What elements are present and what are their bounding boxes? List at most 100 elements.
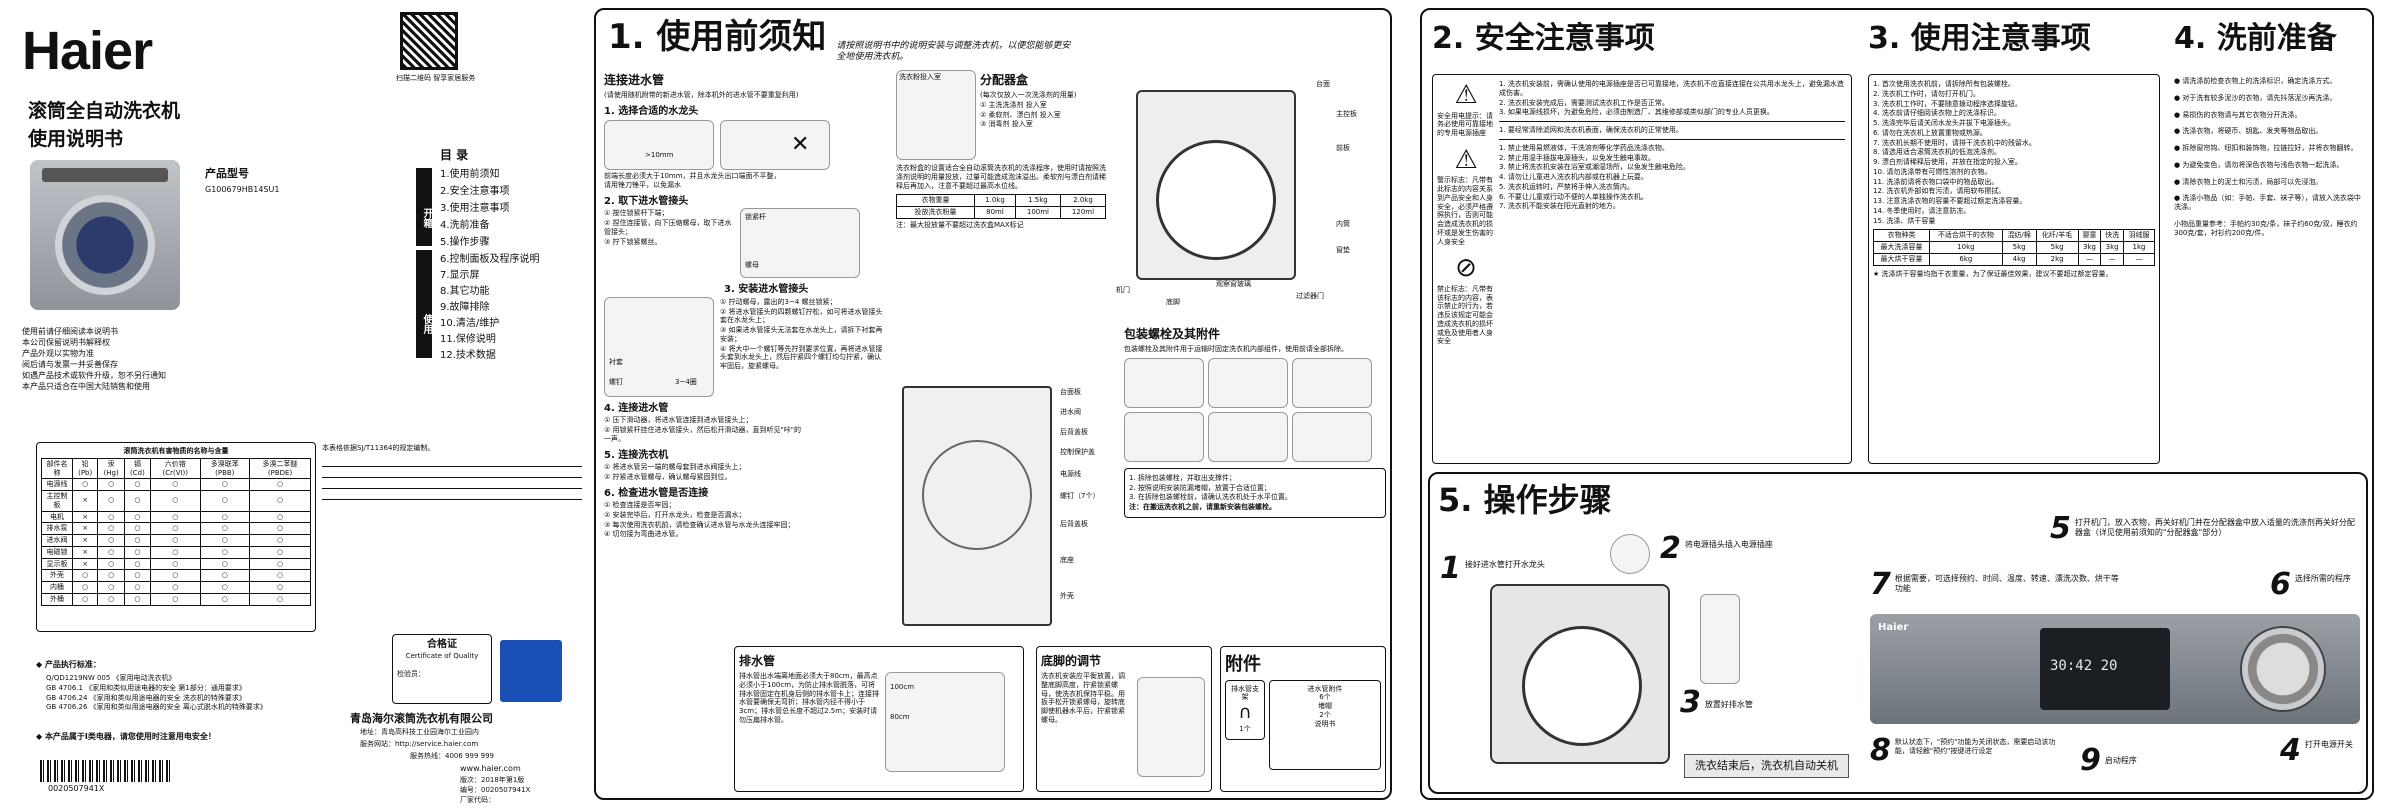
product-note: ◆ 本产品属于Ⅰ类电器，请您使用时注意用电安全！ [36, 732, 216, 741]
panel-operation: 5. 操作步骤 1 接好进水管打开水龙头 2 将电源插头插入电源插座 3 放置好… [1428, 472, 2368, 794]
accessory-count: 6个 [1319, 693, 1331, 702]
detergent-note: 注：最大投放量不要超过洗衣盒MAX标记 [896, 220, 1024, 229]
panel-before-use: 1. 使用前须知 请按照说明书中的说明安装与调整洗衣机，以便您能够更安全地使用洗… [594, 8, 1392, 800]
toc-tab-1: 开箱 [416, 168, 432, 246]
safety-item: 1. 禁止使用易燃液体，干洗溶剂等化学药品洗涤衣物。 [1499, 143, 1669, 152]
detergent-header: 1.5kg [1014, 194, 1061, 207]
dispenser-list: (每次仅放入一次洗涤剂的用量) ① 主洗洗涤剂 投入室 ② 柔软剂、漂白剂 投入… [980, 91, 1076, 129]
detergent-cell: 80ml [974, 206, 1016, 219]
right-page [1420, 8, 2374, 800]
hazard-cell: ○ [97, 490, 125, 512]
accessory-label: 排水管支架 [1231, 684, 1259, 702]
hazard-cell: × [71, 557, 99, 571]
dispenser-section: 洗衣粉投入室 分配器盒 (每次仅放入一次洗涤剂的用量) ① 主洗洗涤剂 投入室 … [895, 70, 1107, 230]
cross-icon: ✕ [791, 132, 810, 158]
prepare-item: ● 洗涤小物品（如：手帕、手套、袜子等），请放入洗衣袋中洗涤。 [2174, 194, 2361, 211]
part-label: 机门 [1116, 286, 1130, 294]
inlet-joint-illustration: 锁紧杆 螺母 [740, 208, 860, 279]
website[interactable]: www.haier.com [460, 764, 521, 773]
forbid-icon: ⊘ [1455, 253, 1477, 284]
factory-code: 厂家代码： [460, 796, 495, 804]
step2-list: ① 按住锁紧杆下端； ② 捏住连接管，向下压缩螺母，取下进水管接头； ③ 拧下锁… [604, 208, 734, 278]
capacity-cell: 羽绒服 [2122, 229, 2156, 242]
display-screen: 30:42 20 [2040, 628, 2170, 710]
hazard-cell: × [71, 534, 99, 547]
toc-item[interactable]: 11.保修说明 [440, 334, 496, 345]
hazard-table: 部件名称铅(Pb)汞(Hg)镉(Cd)六价铬(Cr(VI))多溴联苯(PBB)多… [41, 457, 311, 606]
dispenser-item: ③ 消毒剂 投入室 [980, 120, 1033, 129]
step-6: 6 选择所需的程序 [2270, 570, 2368, 600]
part-label: 内筒 [1336, 220, 1350, 228]
step6-item: ② 安装完毕后，打开水龙头，检查是否漏水； [604, 510, 746, 519]
nut-label: 螺母 [745, 261, 759, 270]
capacity-cell: 10kg [1929, 241, 2003, 254]
hazard-cell: 电机 [41, 510, 73, 524]
capacity-cell: — [2077, 252, 2102, 266]
hazard-cell: ○ [249, 557, 311, 571]
hazard-cell: ○ [249, 569, 311, 582]
rear-label: 电源线 [1060, 470, 1081, 478]
table-row: 外壳○○○○○○ [41, 569, 311, 582]
step2-item: ② 捏住连接管，向下压缩螺母，取下进水管接头； [604, 219, 732, 236]
feet-text: 洗衣机安装应平衡放置，调整底脚高度，拧紧锁紧螺母，使洗衣机保持平稳。用扳手松开锁… [1041, 672, 1125, 724]
dispenser-item: ① 主洗洗涤剂 投入室 [980, 100, 1047, 109]
hazard-cell: ○ [150, 592, 201, 606]
toc-item[interactable]: 7.显示屏 [440, 270, 480, 281]
hazard-cell: 内桶 [41, 581, 73, 594]
sleeve-label: 衬套 [609, 357, 623, 366]
toc-item[interactable]: 10.清洁/维护 [440, 318, 500, 329]
toc-item[interactable]: 8.其它功能 [440, 286, 490, 297]
drain-section: 排水管 排水管出水端离地面必须大于80cm，最高点必须小于100cm，为防止排水… [734, 646, 1024, 792]
panel-safety: 2. 安全注意事项 ⚠ 安全用电提示：请务必使用可靠接地的专用电源插座 ⚠ 警示… [1428, 14, 1858, 469]
model-number: G100679HB14SU1 [205, 185, 280, 194]
step-4: 4 打开电源开关 [2280, 736, 2368, 766]
accessory-label: 堵帽 [1318, 702, 1332, 710]
toc-item[interactable]: 2.安全注意事项 [440, 186, 510, 197]
toc-item[interactable]: 12.技术数据 [440, 350, 496, 361]
control-panel: Haier 30:42 20 [1870, 614, 2360, 724]
hazard-cell: ○ [71, 592, 99, 606]
hazard-cell: ○ [249, 490, 311, 512]
step-number: 7 [1870, 567, 1891, 602]
rear-label: 螺钉（7个） [1060, 492, 1100, 500]
model-label: 产品型号 [205, 167, 249, 180]
step5-title: 5. 连接洗衣机 [604, 449, 669, 461]
capacity-cell: 化纤/羊毛 [2035, 229, 2079, 242]
capacity-cell: 婴童 [2077, 229, 2102, 242]
hazard-cell: ○ [97, 478, 125, 491]
drain-height-max: 100cm [890, 683, 915, 691]
safety-list-1: 1. 洗衣机安装前，需确认使用的电源插座是否已可靠接地，洗衣机不应直接连接在公共… [1499, 80, 1845, 117]
step-number: 5 [2050, 511, 2071, 546]
detergent-table: 衣物重量 1.0kg 1.5kg 2.0kg 投放洗衣粉量 80ml 100ml… [895, 194, 1107, 219]
transport-title: 包装螺栓及其附件 [1124, 327, 1221, 341]
toc-item[interactable]: 1.使用前须知 [440, 169, 500, 180]
hazard-header: 汞(Hg) [97, 457, 125, 480]
cert-title: 合格证 [427, 639, 457, 650]
program-knob[interactable] [2240, 626, 2326, 712]
hazard-cell: ○ [97, 569, 125, 582]
cover-note: 如遇产品技术或软件升级，恕不另行通知 [22, 371, 166, 380]
hazard-cell: ○ [249, 534, 311, 547]
toc-item[interactable]: 9.故障排除 [440, 302, 490, 313]
hazard-cell: ○ [123, 545, 152, 559]
capacity-cell: 最大洗涤容量 [1872, 241, 1931, 254]
hazard-cell: ○ [123, 534, 152, 547]
screw-label: 螺钉 [609, 377, 623, 386]
capacity-note: ★ 洗涤烘干容量均指干衣重量，为了保证最佳效果，建议不要超过额定容量。 [1873, 269, 2113, 278]
toc-item[interactable]: 6.控制面板及程序说明 [440, 254, 540, 265]
hazard-cell: ○ [199, 569, 251, 582]
transport-text: 包装螺栓及其附件用于运输时固定洗衣机内部组件，使用前请全部拆除。 [1124, 345, 1348, 353]
toc-item[interactable]: 5.操作步骤 [440, 237, 490, 248]
drain-pipe-illustration [1700, 594, 1740, 684]
usage-item: 4. 洗衣前请仔细阅读衣物上的洗涤标识。 [1873, 109, 2001, 118]
step3-title: 3. 安装进水管接头 [724, 284, 809, 296]
capacity-cell: 衣物种类 [1872, 229, 1931, 242]
panel3-title: 3. 使用注意事项 [1868, 21, 2091, 56]
standards-title: ◆ 产品执行标准： [36, 660, 101, 669]
hazard-cell: ○ [199, 510, 251, 524]
step-number: 4 [2280, 733, 2301, 768]
toc-item[interactable]: 4.洗前准备 [440, 220, 490, 231]
rear-label: 后背盖板 [1060, 520, 1088, 528]
transport-note: 注：在搬运洗衣机之前，请重新安装包装螺栓。 [1129, 503, 1276, 511]
toc-item[interactable]: 3.使用注意事项 [440, 203, 510, 214]
